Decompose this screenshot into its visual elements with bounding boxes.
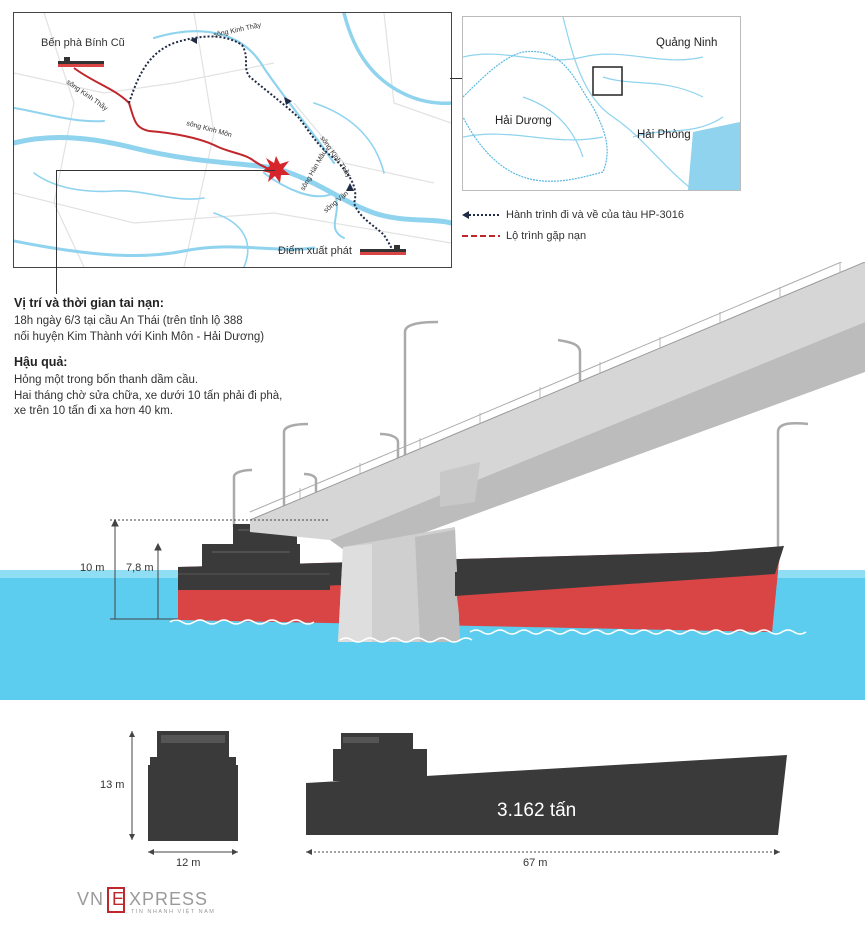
trip-arrow-3 — [346, 183, 354, 191]
height-dimension-lines — [110, 518, 330, 620]
wave-line-1 — [169, 619, 315, 625]
legend-accident-icon — [462, 235, 500, 237]
consequence-line-3: xe trên 10 tấn đi xa hơn 40 km. — [14, 405, 174, 417]
trip-route — [128, 35, 395, 254]
consequence-heading: Hậu quả: — [14, 355, 68, 369]
wave-line-2 — [339, 637, 473, 643]
trip-arrow-2 — [284, 97, 292, 105]
height-10m-label: 10 m — [80, 562, 105, 574]
logo-e: E — [112, 889, 125, 909]
ferry-ship-icon — [58, 57, 104, 67]
location-heading: Vị trí và thời gian tai nạn: — [14, 296, 164, 310]
legend-trip: Hành trình đi và về của tàu HP-3016 — [462, 209, 684, 221]
connector-horizontal — [56, 170, 275, 171]
inset-map: Quảng Ninh Hải Dương Hải Phòng — [462, 16, 741, 191]
legend-trip-icon — [462, 211, 500, 219]
consequence-line-1: Hỏng một trong bốn thanh dầm cầu. — [14, 374, 199, 386]
accident-route — [73, 67, 273, 172]
info-block: Vị trí và thời gian tai nạn: 18h ngày 6/… — [14, 296, 314, 420]
river-label-kinh-thay-2: sông Kinh Thầy — [213, 20, 263, 39]
start-ship-icon — [360, 245, 406, 255]
inset-map-graphic — [463, 17, 740, 190]
ship-dimensions — [129, 731, 787, 855]
legend-accident-label: Lộ trình gặp nạn — [506, 230, 587, 242]
logo-tagline: TIN NHANH VIỆT NAM — [131, 909, 216, 915]
accident-marker — [262, 156, 290, 183]
label-hai-phong: Hải Phòng — [637, 129, 691, 141]
start-label: Điểm xuất phát — [278, 245, 352, 257]
length-67m-label: 67 m — [523, 857, 548, 869]
logo-vn: VN — [77, 889, 105, 909]
inset-highlight — [592, 66, 623, 96]
location-line-2: nối huyện Kim Thành với Kinh Môn - Hải D… — [14, 330, 265, 343]
trip-arrow-1 — [190, 37, 197, 44]
river-label-kinh-mon: sông Kinh Môn — [185, 120, 232, 139]
height-78m-label: 7,8 m — [126, 562, 154, 574]
ferry-label: Bến phà Bính Cũ — [41, 37, 125, 49]
route-map-graphic: sông Kinh Thầy sông Kinh Thầy sông Kinh … — [14, 13, 451, 267]
main-ship-bow-top — [455, 546, 784, 596]
legend-trip-label: Hành trình đi và về của tàu HP-3016 — [506, 209, 684, 221]
connector-vertical — [56, 170, 57, 294]
bridge — [249, 262, 865, 642]
legend-accident: Lộ trình gặp nạn — [462, 230, 586, 242]
wave-line-3 — [469, 629, 807, 635]
label-hai-duong: Hải Dương — [495, 115, 552, 127]
route-map: sông Kinh Thầy sông Kinh Thầy sông Kinh … — [13, 12, 452, 268]
bridge-scene — [0, 262, 865, 700]
ship-side-view — [306, 733, 787, 835]
height-13m-label: 13 m — [100, 779, 125, 791]
logo-xpress: XPRESS — [129, 889, 209, 909]
width-12m-label: 12 m — [176, 857, 201, 869]
consequence-line-2: Hai tháng chờ sửa chữa, xe dưới 10 tấn p… — [14, 389, 283, 402]
tonnage-label: 3.162 tấn — [497, 800, 577, 821]
label-quang-ninh: Quảng Ninh — [656, 37, 718, 49]
street-lamps — [232, 320, 809, 562]
location-line-1: 18h ngày 6/3 tại cầu An Thái (trên tỉnh … — [14, 315, 243, 327]
rivers — [14, 13, 451, 267]
logo-e-box — [107, 887, 125, 913]
ship-front-view — [148, 731, 238, 841]
